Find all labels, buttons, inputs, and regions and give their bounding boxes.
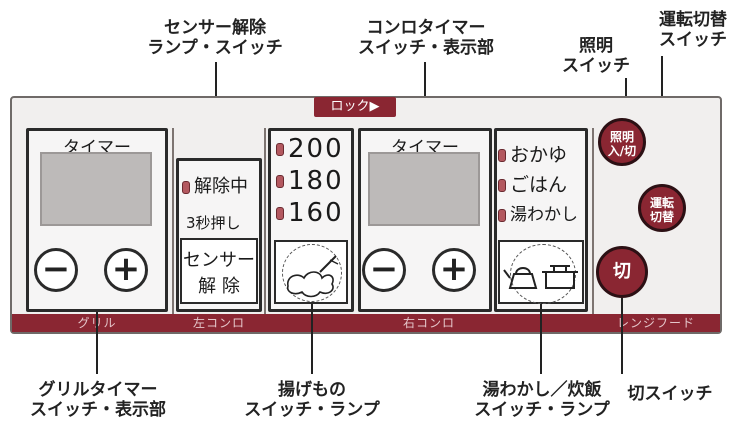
fan-mode-button-line2: 切替 (649, 210, 674, 224)
callout-fry-line1: 揚げもの (278, 380, 346, 400)
stove-timer-display (368, 152, 480, 226)
leader-grill-timer (96, 312, 98, 374)
sensor-hold-label: 3秒押し (186, 214, 241, 232)
fry-lamp-200 (276, 143, 284, 156)
zone-label-range-hood: レンジフード (616, 316, 695, 330)
callout-fan-mode-line2: スイッチ (659, 30, 727, 50)
light-button-line2: 入/切 (607, 144, 637, 158)
mode-yuwakashi: 湯わかし (498, 200, 578, 225)
mode-yuwakashi-label: 湯わかし (510, 205, 578, 225)
callout-grill-timer-line2: スイッチ・表示部 (30, 400, 166, 420)
callout-stove-timer: コンロタイマー スイッチ・表示部 (336, 18, 516, 58)
zone-strip (12, 314, 720, 332)
callout-sensor-cancel: センサー解除 ランプ・スイッチ (130, 18, 300, 58)
stove-timer-minus-button[interactable]: − (362, 248, 406, 292)
mode-yuwakashi-lamp (498, 208, 506, 222)
grill-timer-plus-button[interactable]: + (104, 248, 148, 292)
mode-gohan-lamp (498, 179, 506, 192)
fan-mode-button-line1: 運転 (649, 196, 674, 210)
sensor-cancel-button-line2: 解 除 (198, 276, 240, 297)
callout-stove-timer-line1: コンロタイマー (366, 18, 486, 38)
callout-boil-rice: 湯わかし／炊飯 スイッチ・ランプ (444, 380, 640, 420)
boil-rice-button-ring (510, 244, 576, 304)
callout-fan-mode: 運転切替 スイッチ (648, 10, 738, 50)
sensor-lamp-label: 解除中 (194, 176, 248, 197)
sensor-lamp-indicator (182, 180, 190, 194)
leader-stove-timer (424, 62, 426, 128)
callout-sensor-cancel-line1: センサー解除 (164, 18, 266, 38)
mode-gohan-label: ごはん (510, 174, 568, 196)
fry-lamp-180 (276, 175, 284, 188)
fry-temp-200: 200 (276, 134, 344, 164)
zone-label-right-stove: 右コンロ (402, 316, 455, 330)
kettle-pot-icon (503, 265, 578, 289)
callout-boil-rice-line1: 湯わかし／炊飯 (482, 380, 602, 400)
mode-okayu: おかゆ (498, 140, 567, 167)
callout-boil-rice-line2: スイッチ・ランプ (474, 400, 610, 420)
fry-temp-180-label: 180 (288, 166, 344, 196)
callout-sensor-cancel-line2: ランプ・スイッチ (147, 38, 283, 58)
divider-hood (592, 128, 594, 332)
leader-off-switch (621, 298, 623, 374)
fry-temp-180: 180 (276, 166, 344, 196)
divider-right-stove (264, 128, 266, 332)
sensor-cancel-lamp: 解除中 (182, 172, 248, 198)
callout-grill-timer: グリルタイマー スイッチ・表示部 (8, 380, 188, 420)
fry-temp-160-label: 160 (288, 198, 344, 228)
leader-fry (311, 304, 313, 374)
callout-grill-timer-line1: グリルタイマー (38, 380, 158, 400)
grill-timer-display (40, 152, 152, 226)
sensor-cancel-button-line1: センサー (183, 250, 255, 271)
callout-stove-timer-line2: スイッチ・表示部 (358, 38, 494, 58)
fan-mode-button[interactable]: 運転 切替 (638, 184, 686, 232)
callout-fan-mode-line1: 運転切替 (659, 10, 727, 30)
boil-rice-button[interactable] (498, 240, 584, 304)
light-button-line1: 照明 (609, 130, 634, 144)
stove-timer-plus-button[interactable]: + (432, 248, 476, 292)
leader-boil-rice (540, 304, 542, 374)
sensor-cancel-button[interactable]: センサー 解 除 (180, 238, 258, 304)
fry-lamp-160 (276, 207, 284, 220)
zone-label-left-stove: 左コンロ (192, 316, 245, 330)
fry-temp-160: 160 (276, 198, 344, 228)
callout-off-switch: 切スイッチ (610, 384, 730, 404)
callout-fry: 揚げもの スイッチ・ランプ (224, 380, 400, 420)
divider-left-stove (172, 128, 174, 332)
tempura-icon (286, 255, 339, 298)
off-button[interactable]: 切 (596, 246, 648, 298)
fry-temp-200-label: 200 (288, 134, 344, 164)
mode-okayu-lamp (498, 149, 506, 162)
callout-light-line2: スイッチ (562, 56, 630, 76)
callout-fry-line2: スイッチ・ランプ (244, 400, 380, 420)
mode-okayu-label: おかゆ (510, 144, 568, 166)
fry-button[interactable] (274, 240, 348, 304)
mode-gohan: ごはん (498, 170, 567, 197)
callout-off-switch-line1: 切スイッチ (627, 384, 713, 404)
callout-light: 照明 スイッチ (556, 36, 636, 76)
grill-timer-minus-button[interactable]: − (34, 248, 78, 292)
light-button[interactable]: 照明 入/切 (598, 118, 646, 166)
callout-light-line1: 照明 (579, 36, 613, 56)
fry-button-ring (282, 244, 342, 302)
lock-label: ロック▶ (314, 97, 396, 117)
